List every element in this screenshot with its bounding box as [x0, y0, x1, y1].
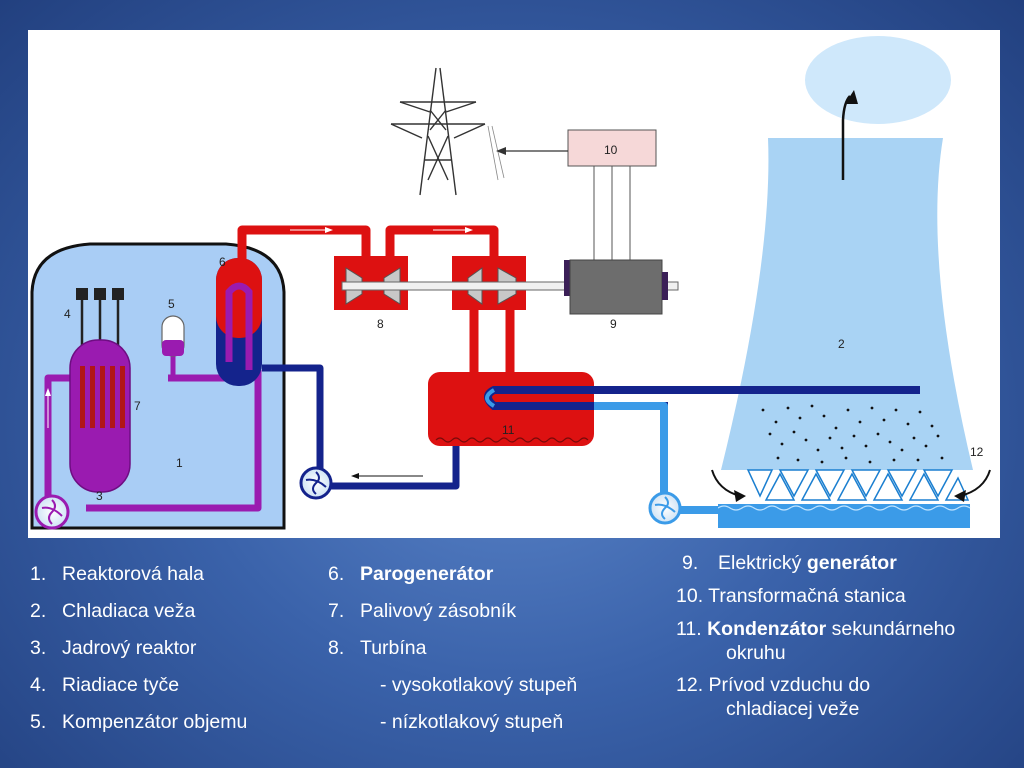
legend-item-2: 2.Chladiaca veža: [30, 600, 196, 622]
legend-column-1: 1.Reaktorová hala 2.Chladiaca veža 3.Jad…: [30, 556, 247, 741]
power-plant-diagram: 1 2 3 4 5 6 7 8 9 10 11 12: [30, 36, 991, 530]
legend-item-8a: - vysokotlakový stupeň: [380, 674, 578, 696]
transformer-station: [567, 129, 657, 167]
label-7: 7: [134, 399, 141, 413]
legend-item-7: 7.Palivový zásobník: [328, 600, 517, 622]
cooling-droplets: [761, 404, 944, 464]
legend-item-3: 3.Jadrový reaktor: [30, 637, 197, 659]
fuel-rods: [80, 366, 125, 428]
cooling-tower: [721, 138, 973, 470]
legend-item-6: 6.Parogenerátor: [328, 563, 494, 585]
legend-item-9: 9.Elektrický generátor: [682, 552, 897, 574]
label-11: 11: [502, 423, 515, 437]
label-3: 3: [96, 489, 103, 503]
legend-column-3: 9.Elektrický generátor 10. Transformačná…: [676, 547, 955, 721]
primary-pump-icon: [34, 494, 70, 530]
turbine-shaft: [341, 281, 679, 291]
tower-fill-triangles: [746, 469, 970, 501]
legend-column-2: 6.Parogenerátor 7.Palivový zásobník 8.Tu…: [328, 556, 577, 741]
legend-item-10: 10. Transformačná stanica: [676, 585, 906, 607]
label-1: 1: [176, 456, 183, 470]
label-2: 2: [838, 337, 845, 351]
label-9: 9: [610, 317, 617, 331]
feedwater-piping: [262, 364, 460, 490]
tower-water-basin: [718, 504, 970, 528]
legend-item-5: 5.Kompenzátor objemu: [30, 711, 248, 733]
diagram-panel: 1 2 3 4 5 6 7 8 9 10 11 12: [28, 30, 1000, 538]
label-4: 4: [64, 307, 71, 321]
legend-item-8b: - nízkotlakový stupeň: [380, 711, 564, 733]
label-12: 12: [970, 445, 984, 459]
pressurizer: [161, 315, 185, 378]
legend-item-8: 8.Turbína: [328, 637, 427, 659]
legend-item-4: 4.Riadiace tyče: [30, 674, 180, 696]
steam-generator: [216, 258, 262, 386]
power-pylon-icon: [390, 67, 505, 196]
feedwater-pump-icon: [299, 466, 333, 500]
steam-cloud: [805, 36, 951, 124]
electric-generator: [564, 259, 668, 315]
cooling-pump-icon: [648, 491, 682, 525]
legend-item-1: 1.Reaktorová hala: [30, 563, 205, 585]
label-5: 5: [168, 297, 175, 311]
label-10: 10: [604, 143, 618, 157]
label-8: 8: [377, 317, 384, 331]
label-6: 6: [219, 255, 226, 269]
